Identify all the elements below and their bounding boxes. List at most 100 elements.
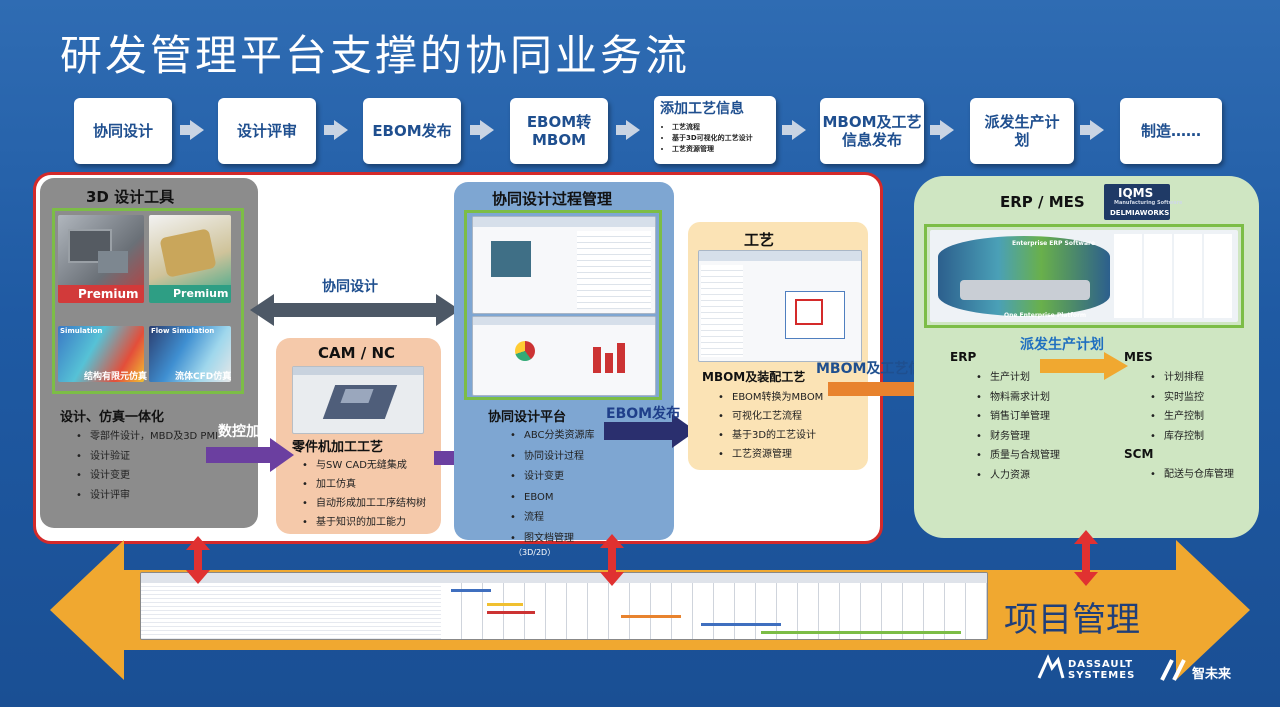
cam-subtitle: 零件机加工工艺	[292, 440, 384, 455]
list-item: 与SW CAD无缝集成	[302, 456, 426, 475]
step-ebom-to-mbom: EBOM转 MBOM	[510, 98, 608, 164]
cfd-sim-image	[149, 326, 231, 382]
design-tools-subtitle: 设计、仿真一体化	[60, 410, 165, 425]
list-item: 可视化工艺流程	[718, 407, 823, 426]
list-item: 设计变更	[510, 467, 595, 488]
design-tools-title: 3D 设计工具	[86, 188, 175, 206]
design-tools-list: 零部件设计，MBD及3D PMI 设计验证 设计变更 设计评审	[74, 427, 218, 505]
cam-title: CAM / NC	[318, 344, 396, 362]
list-item: 物料需求计划	[976, 388, 1060, 408]
list-item: 生产控制	[1150, 407, 1204, 427]
cfd-sim-caption: 流体CFD仿真	[175, 372, 232, 382]
list-item: 工艺资源管理	[718, 445, 823, 464]
sim-tag: Flow Simulation	[151, 327, 215, 335]
pdm-report-screenshot	[472, 316, 656, 396]
list-item: 人力资源	[976, 466, 1060, 486]
link-arrow-icon	[600, 534, 624, 586]
cad-part-image	[149, 215, 231, 303]
collab-label: 协同设计	[322, 279, 378, 295]
pdm-screenshot	[472, 216, 656, 314]
iqms-logo-text: IQMS	[1118, 186, 1154, 200]
step-bullet: 工艺资源管理	[672, 144, 753, 155]
step-collab-design: 协同设计	[74, 98, 172, 164]
fea-sim-caption: 结构有限元仿真	[84, 372, 148, 382]
dassault-logo-icon	[1037, 654, 1065, 679]
list-item: ABC分类资源库	[510, 426, 594, 447]
list-item: EBOM转换为MBOM	[718, 388, 823, 407]
delmia-text: DELMIAWORKS	[1110, 209, 1170, 217]
list-item: 流程	[510, 508, 595, 529]
step-add-process-info-label: 添加工艺信息	[660, 101, 744, 117]
erp-title: ERP / MES	[1000, 193, 1085, 211]
list-item: 加工仿真	[302, 475, 426, 494]
erp-platform-image	[930, 230, 1238, 322]
process-title: 工艺	[744, 231, 775, 249]
step-bullets: 工艺流程 基于3D可视化的工艺设计 工艺资源管理	[660, 122, 753, 155]
sim-tag: Simulation	[60, 327, 103, 335]
gantt-chart-image	[140, 572, 988, 640]
design-tools-frame	[52, 208, 244, 394]
platform-bottom: One Enterprise Platform	[1004, 312, 1087, 319]
list-item: 图文档管理	[510, 529, 595, 550]
step-arrow-icon	[470, 120, 494, 140]
collab-mgmt-subtitle: 协同设计平台	[488, 410, 567, 425]
list-item: 配送与仓库管理	[1150, 465, 1234, 485]
erp-head: ERP	[950, 350, 977, 364]
step-dispatch-plan: 派发生产计 划	[970, 98, 1074, 164]
list-item: 零部件设计，MBD及3D PMI	[76, 427, 218, 447]
list-item: 自动形成加工工序结构树	[302, 494, 426, 513]
list-item: 计划排程	[1150, 368, 1204, 388]
step-mbom-release: MBOM及工艺 信息发布	[820, 98, 924, 164]
cam-list: 与SW CAD无缝集成 加工仿真 自动形成加工工序结构树 基于知识的加工能力	[300, 456, 426, 532]
process-screenshot	[698, 250, 862, 362]
platform-top: Enterprise ERP Software	[1012, 240, 1096, 247]
list-item: 质量与合规管理	[976, 446, 1060, 466]
step-arrow-icon	[324, 120, 348, 140]
dassault-text: SYSTEMES	[1068, 670, 1136, 681]
partner-text: 智未来	[1192, 667, 1232, 682]
premium-badge: Premium	[78, 287, 139, 301]
mes-list: 计划排程 实时监控 生产控制 库存控制	[1148, 368, 1204, 446]
process-list: EBOM转换为MBOM 可视化工艺流程 基于3D的工艺设计 工艺资源管理	[716, 388, 823, 464]
list-item: 设计变更	[76, 466, 218, 486]
list-item: 财务管理	[976, 427, 1060, 447]
list-item: 库存控制	[1150, 427, 1204, 447]
fea-sim-image	[58, 326, 144, 382]
scm-list: 配送与仓库管理	[1148, 465, 1234, 485]
list-item: 生产计划	[976, 368, 1060, 388]
partner-logo-icon	[1160, 659, 1186, 681]
ebom-release-label: EBOM发布	[606, 406, 681, 422]
dispatch-label: 派发生产计划	[1020, 337, 1104, 353]
step-arrow-icon	[782, 120, 806, 140]
link-arrow-icon	[1074, 530, 1098, 586]
list-item: 实时监控	[1150, 388, 1204, 408]
list-item: 设计验证	[76, 447, 218, 467]
mbom-release-arrow	[828, 374, 956, 404]
list-item: 设计评审	[76, 486, 218, 506]
collab-mgmt-list: ABC分类资源库 协同设计过程 设计变更 EBOM 流程 图文档管理	[508, 426, 595, 550]
cnc-arrow	[206, 438, 294, 472]
ebom-release-arrow	[604, 414, 696, 448]
step-arrow-icon	[180, 120, 204, 140]
mes-head: MES	[1124, 350, 1153, 364]
iqms-sub: Manufacturing Software	[1114, 200, 1183, 206]
step-manufacturing: 制造……	[1120, 98, 1222, 164]
step-bullet: 基于3D可视化的工艺设计	[672, 133, 753, 144]
step-arrow-icon	[930, 120, 954, 140]
project-mgmt-label: 项目管理	[1004, 600, 1140, 640]
step-arrow-icon	[1080, 120, 1104, 140]
collab-mgmt-title: 协同设计过程管理	[492, 190, 613, 208]
cnc-label: 数控加工	[218, 424, 274, 440]
list-item: 基于知识的加工能力	[302, 513, 426, 532]
step-add-process-info: 添加工艺信息 工艺流程 基于3D可视化的工艺设计 工艺资源管理	[654, 96, 776, 164]
list-item: 协同设计过程	[510, 447, 595, 468]
cam-image	[292, 366, 424, 434]
dassault-text: DASSAULT	[1068, 659, 1134, 670]
step-ebom-release: EBOM发布	[363, 98, 461, 164]
dispatch-arrow	[1040, 352, 1128, 380]
collab-double-arrow	[250, 294, 460, 326]
step-arrow-icon	[616, 120, 640, 140]
step-bullet: 工艺流程	[672, 122, 753, 133]
scm-head: SCM	[1124, 447, 1154, 461]
iqms-logo	[1104, 184, 1170, 220]
